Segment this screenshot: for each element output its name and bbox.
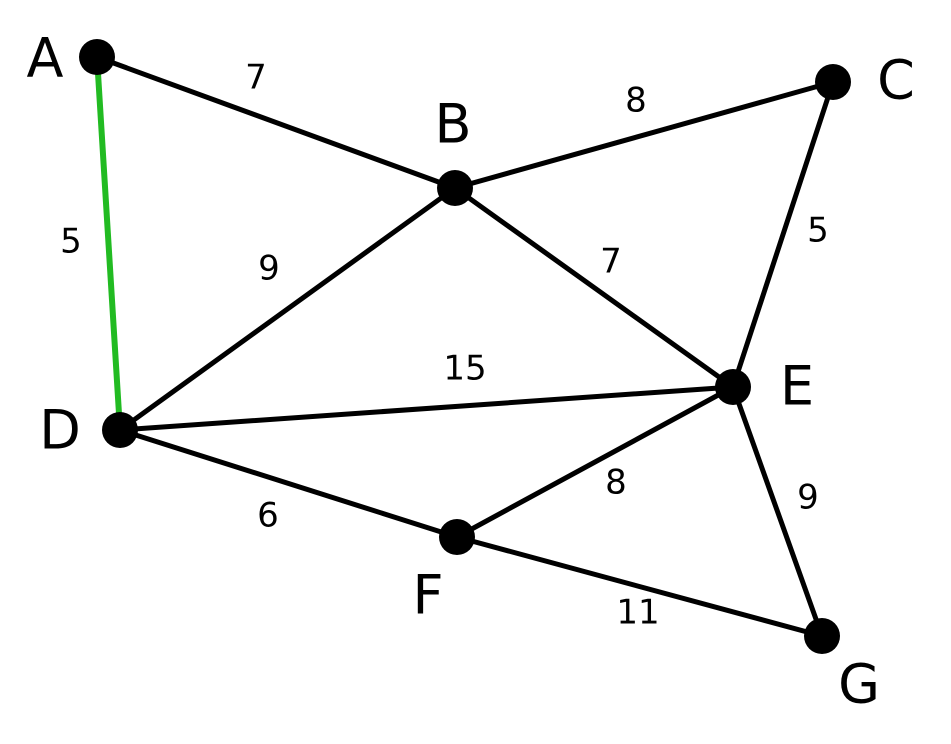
- weight-B-C: 8: [625, 81, 647, 121]
- weight-B-D: 9: [258, 249, 280, 289]
- node-F: [439, 519, 475, 555]
- edge-A-B: [94, 54, 458, 191]
- vertex-label-G: G: [838, 653, 880, 716]
- node-E: [715, 369, 751, 405]
- node-C: [815, 64, 851, 100]
- vertex-label-A: A: [27, 27, 64, 90]
- edge-C-E: [730, 79, 836, 390]
- vertex-label-F: F: [412, 564, 443, 627]
- node-B: [437, 170, 473, 206]
- edge-B-D: [117, 185, 458, 433]
- node-A: [79, 39, 115, 75]
- edge-B-C: [452, 79, 836, 191]
- node-G: [804, 618, 840, 654]
- vertex-label-B: B: [434, 93, 471, 156]
- edge-F-G: [454, 534, 825, 639]
- edge-E-F: [454, 384, 736, 540]
- weight-C-E: 5: [807, 211, 829, 251]
- edge-D-E: [117, 384, 736, 433]
- weight-B-E: 7: [600, 242, 622, 282]
- weight-D-F: 6: [257, 496, 279, 536]
- weight-A-B: 7: [245, 58, 267, 98]
- edge-E-G: [730, 384, 825, 639]
- weight-E-F: 8: [605, 463, 627, 503]
- weight-A-D: 5: [60, 222, 82, 262]
- edge-A-D: [94, 54, 123, 433]
- vertex-label-E: E: [780, 355, 814, 418]
- edge-B-E: [452, 185, 736, 390]
- edge-D-F: [117, 427, 460, 540]
- weight-D-E: 15: [443, 349, 486, 389]
- weight-F-G: 11: [616, 593, 659, 633]
- weight-E-G: 9: [797, 478, 819, 518]
- node-D: [102, 412, 138, 448]
- vertex-label-C: C: [877, 49, 915, 112]
- vertex-label-D: D: [39, 399, 81, 462]
